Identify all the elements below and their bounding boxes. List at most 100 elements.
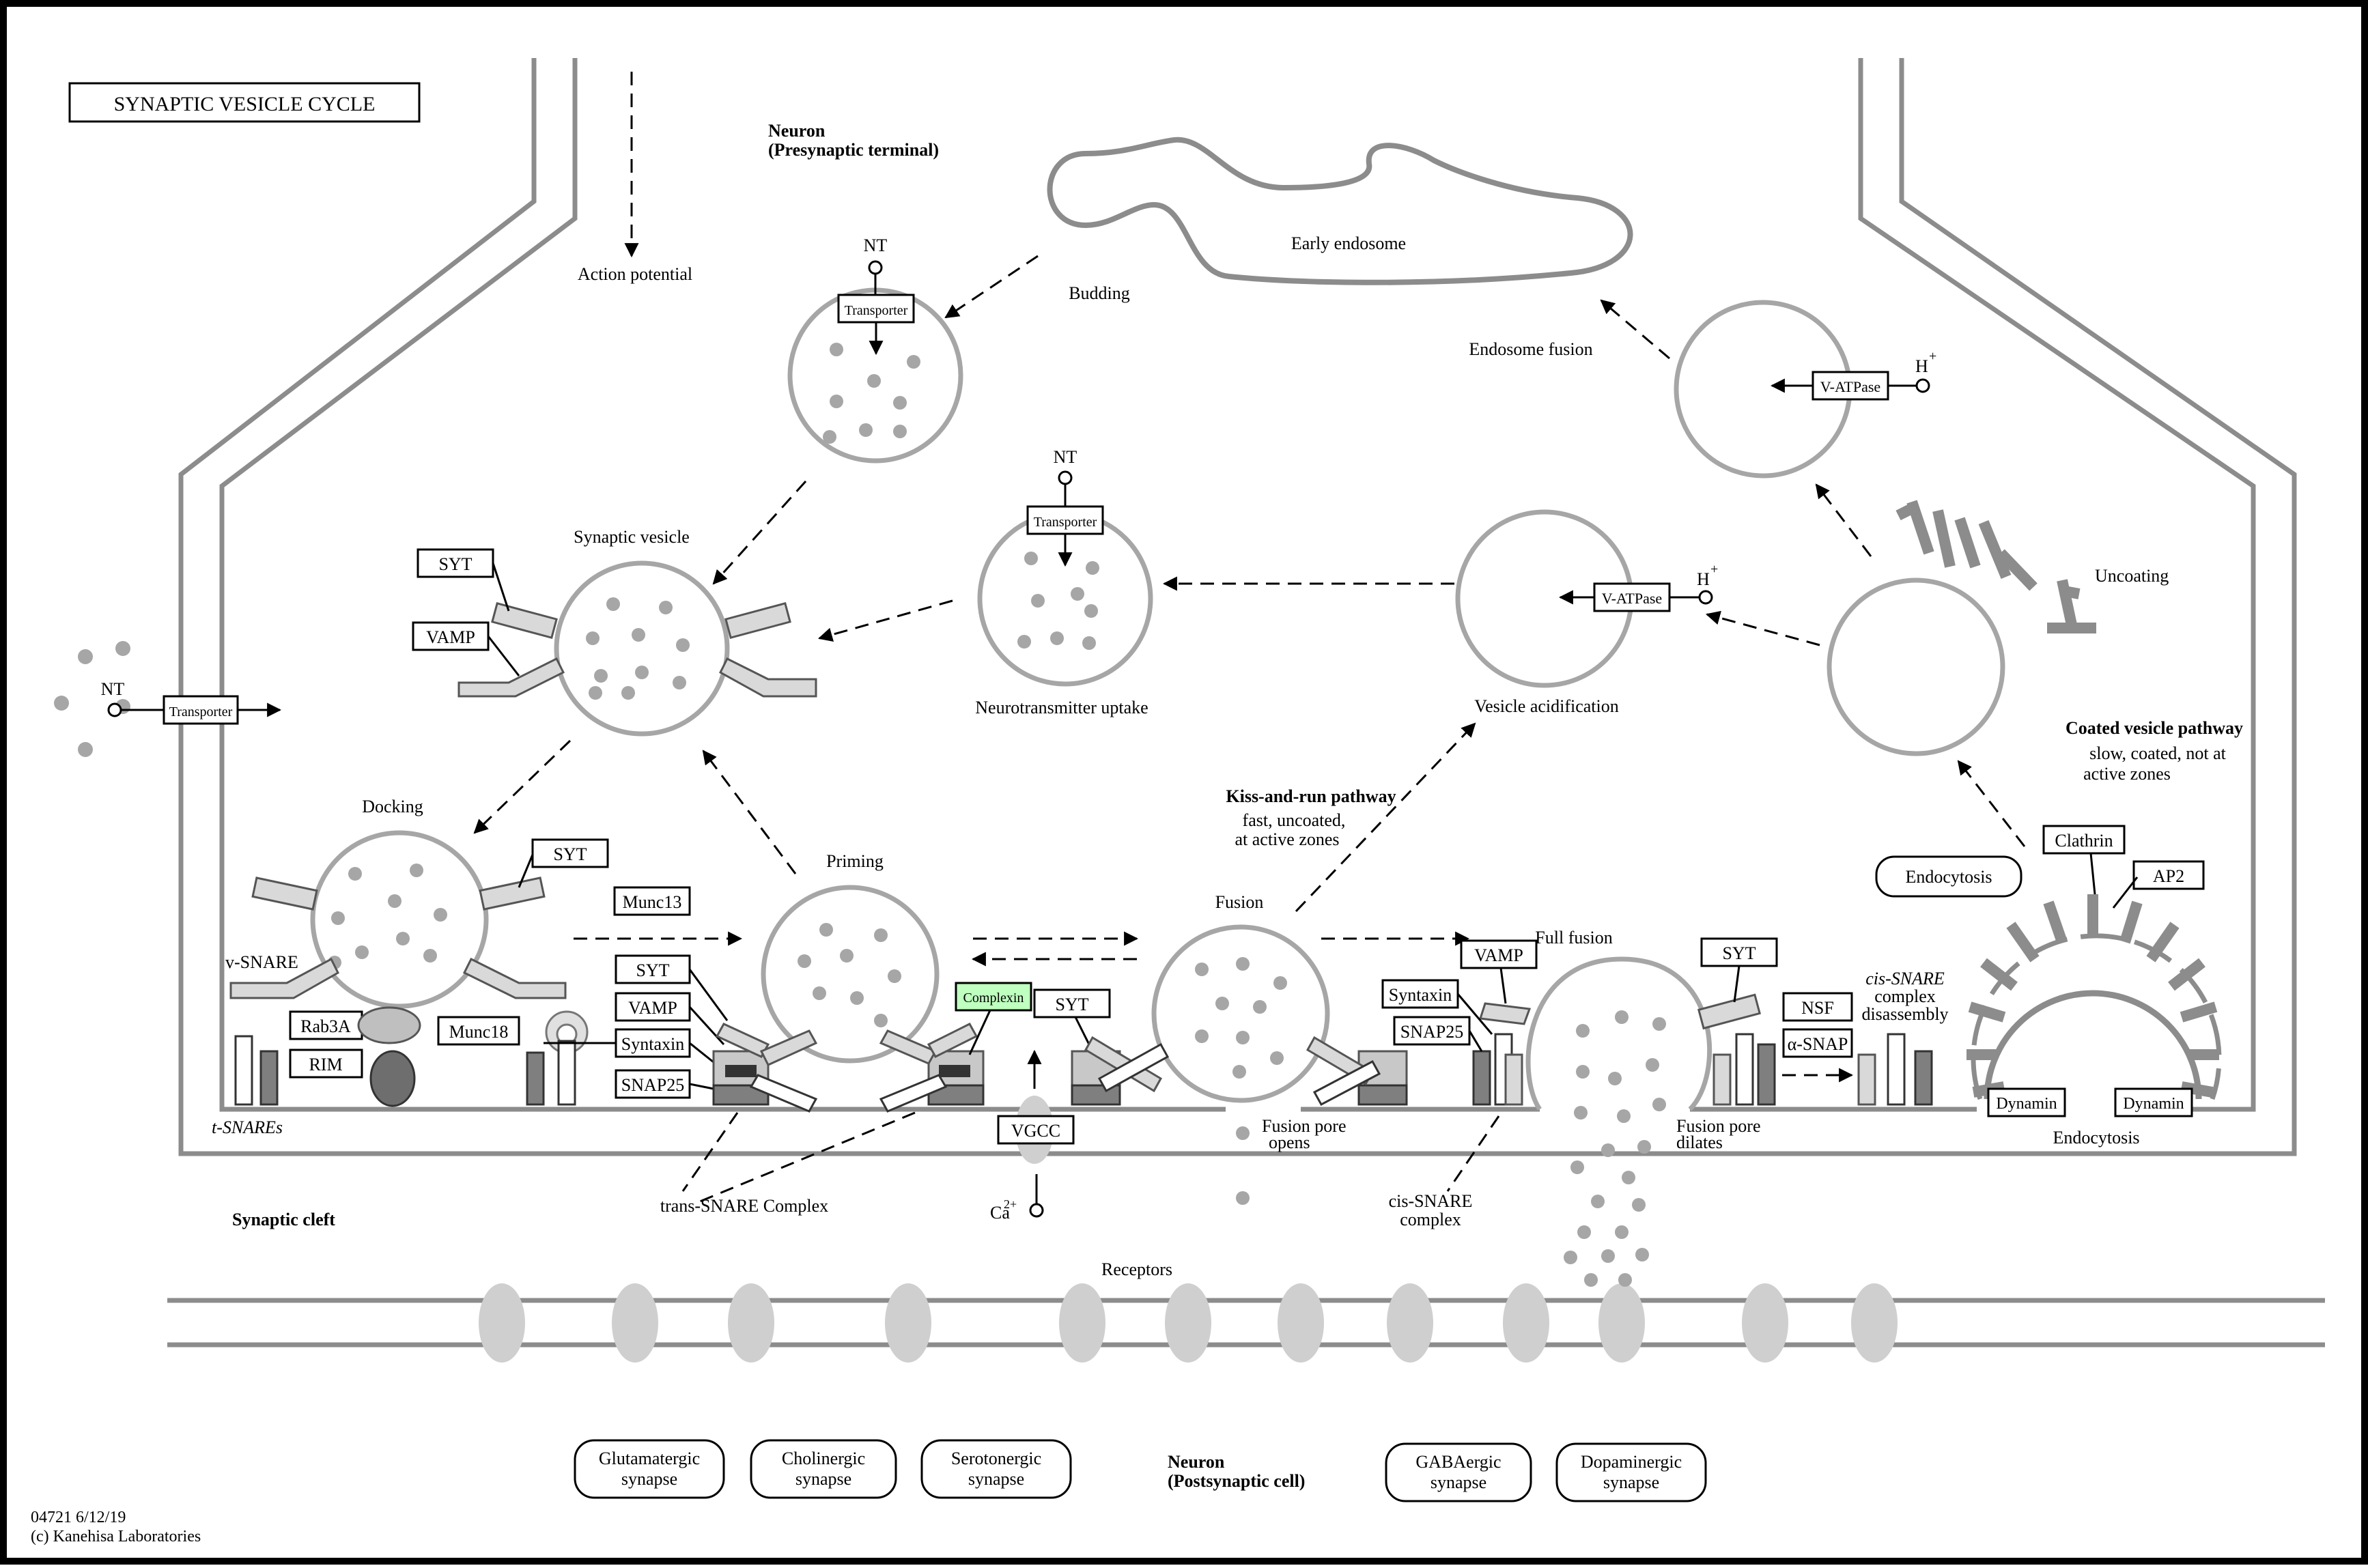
clathrin-gene[interactable]: Clathrin (2042, 825, 2126, 855)
snap25-gene-1[interactable]: SNAP25 (615, 1069, 691, 1099)
receptors-label: Receptors (1101, 1259, 1172, 1279)
ap2-gene[interactable]: AP2 (2132, 860, 2205, 890)
nt-label-2: NT (1054, 447, 1077, 467)
snap25-gene-2[interactable]: SNAP25 (1393, 1016, 1471, 1046)
munc18-gene[interactable]: Munc18 (437, 1016, 520, 1046)
uncoated-to-endosome-arrow (1815, 483, 1872, 557)
svg-text:Glutamatergic: Glutamatergic (599, 1449, 700, 1468)
glutamatergic-synapse-box[interactable]: Glutamatergic synapse (574, 1439, 725, 1499)
synaptic-vesicle (554, 560, 730, 737)
snap25-leader-2 (1468, 1030, 1483, 1052)
receptor (1851, 1283, 1898, 1363)
cis-snare-label-1: cis-SNARE (1389, 1191, 1473, 1211)
h-label-1: H (1915, 356, 1928, 376)
svg-text:Dopaminergic: Dopaminergic (1581, 1452, 1682, 1472)
rim-gene[interactable]: RIM (289, 1049, 363, 1079)
complexin-gene[interactable]: Complexin (955, 982, 1032, 1012)
gabaergic-synapse-box[interactable]: GABAergic synapse (1385, 1442, 1532, 1502)
syntaxin-gene-1[interactable]: Syntaxin (615, 1028, 691, 1058)
svg-text:Syntaxin: Syntaxin (621, 1034, 684, 1054)
priming-vesicle (761, 885, 940, 1064)
syntaxin-leader-1 (689, 1042, 718, 1066)
syt-gene-4[interactable]: SYT (1033, 988, 1111, 1018)
fusion-pore-dilates-line2: dilates (1676, 1132, 1723, 1152)
title-box: SYNAPTIC VESICLE CYCLE (68, 82, 421, 123)
vamp-gene-2[interactable]: VAMP (615, 992, 691, 1022)
svg-text:SYT: SYT (553, 844, 587, 864)
trans-snare-leader-2 (699, 1111, 916, 1203)
action-potential-label: Action potential (578, 264, 692, 284)
vamp-leader-1 (487, 636, 520, 676)
receptor (1387, 1283, 1433, 1363)
cis-disassembly-line1: cis-SNARE (1865, 969, 1945, 988)
docking-proteins (229, 876, 567, 999)
vgcc-gene[interactable]: VGCC (997, 1115, 1075, 1145)
svg-text:NSF: NSF (1801, 998, 1834, 1018)
syt-gene-5[interactable]: SYT (1700, 937, 1778, 967)
ca-circle (1029, 1203, 1044, 1218)
serotonergic-synapse-box[interactable]: Serotonergic synapse (920, 1439, 1072, 1499)
cholinergic-synapse-box[interactable]: Cholinergic synapse (750, 1439, 897, 1499)
cis-snare-leader (1446, 1115, 1500, 1192)
snap25-leader-1 (689, 1083, 714, 1090)
budding-arrow (944, 255, 1039, 319)
priming-label: Priming (826, 851, 884, 871)
full-fusion-nt-dots (1564, 1010, 1666, 1287)
syt-gene-1[interactable]: SYT (417, 548, 494, 578)
munc13-gene[interactable]: Munc13 (613, 886, 691, 916)
svg-text:VGCC: VGCC (1011, 1121, 1060, 1141)
trans-snare-right (879, 1023, 985, 1113)
svg-text:Cholinergic: Cholinergic (782, 1449, 865, 1468)
dopaminergic-synapse-box[interactable]: Dopaminergic synapse (1555, 1442, 1707, 1502)
fusion-pore-opens-line2: opens (1269, 1132, 1310, 1152)
syt-leader-2 (518, 854, 534, 888)
svg-text:V-ATPase: V-ATPase (1602, 590, 1662, 607)
presynaptic-membrane (178, 58, 2297, 1156)
uncoating-vesicle (1827, 578, 2005, 756)
neuron-presynaptic-label: Neuron (768, 121, 826, 141)
sv-to-docking-arrow (473, 739, 572, 834)
ca-label: Ca (990, 1203, 1010, 1223)
transporter-gene-2[interactable]: Transporter (1026, 505, 1104, 535)
dynamin-gene-1[interactable]: Dynamin (1987, 1087, 2066, 1117)
ap2-leader (2112, 876, 2139, 909)
vatpase-gene-2[interactable]: V-ATPase (1593, 582, 1671, 612)
transporter-gene-left[interactable]: Transporter (163, 695, 239, 725)
receptors (479, 1283, 1898, 1363)
syt-leader-1 (492, 562, 510, 612)
svg-text:synapse: synapse (1603, 1472, 1659, 1492)
transporter-gene-1[interactable]: Transporter (837, 294, 915, 324)
asnap-gene[interactable]: α-SNAP (1782, 1028, 1853, 1058)
syntaxin-gene-2[interactable]: Syntaxin (1381, 979, 1459, 1009)
nt-circle-2 (1058, 470, 1073, 485)
svg-text:Dynamin: Dynamin (2123, 1095, 2184, 1113)
h-sup-1: + (1929, 349, 1936, 364)
svg-text:SNAP25: SNAP25 (1400, 1022, 1463, 1042)
vamp-gene-1[interactable]: VAMP (412, 621, 490, 651)
vamp-gene-3[interactable]: VAMP (1460, 939, 1538, 969)
disassembly-bars (1857, 1033, 1933, 1106)
coated-pit (1967, 894, 2222, 1100)
endocytosis-box[interactable]: Endocytosis (1875, 855, 2022, 898)
rab3a-gene[interactable]: Rab3A (289, 1010, 363, 1040)
fusion-label: Fusion (1215, 892, 1264, 912)
vatpase-gene-1[interactable]: V-ATPase (1812, 371, 1889, 401)
dynamin-gene-2[interactable]: Dynamin (2114, 1087, 2193, 1117)
vamp-leader-2 (688, 1006, 725, 1046)
receptor (612, 1283, 658, 1363)
syt-gene-3[interactable]: SYT (615, 954, 691, 984)
kiss-run-title: Kiss-and-run pathway (1226, 786, 1396, 806)
receptor (1742, 1283, 1788, 1363)
fusion-vesicle (1151, 924, 1330, 1205)
svg-text:SYT: SYT (438, 554, 472, 574)
cis-disassembly-line3: disassembly (1861, 1004, 1948, 1024)
receptor (728, 1283, 774, 1363)
endocytosis-bottom-label: Endocytosis (2053, 1128, 2139, 1148)
syt-gene-2[interactable]: SYT (531, 838, 609, 868)
nt-uptake-label: Neurotransmitter uptake (975, 698, 1148, 717)
receptor (1278, 1283, 1324, 1363)
nsf-gene[interactable]: NSF (1782, 992, 1853, 1022)
receptor (1503, 1283, 1549, 1363)
complexin-leader (968, 1010, 991, 1055)
ca-sup: 2+ (1004, 1197, 1017, 1211)
